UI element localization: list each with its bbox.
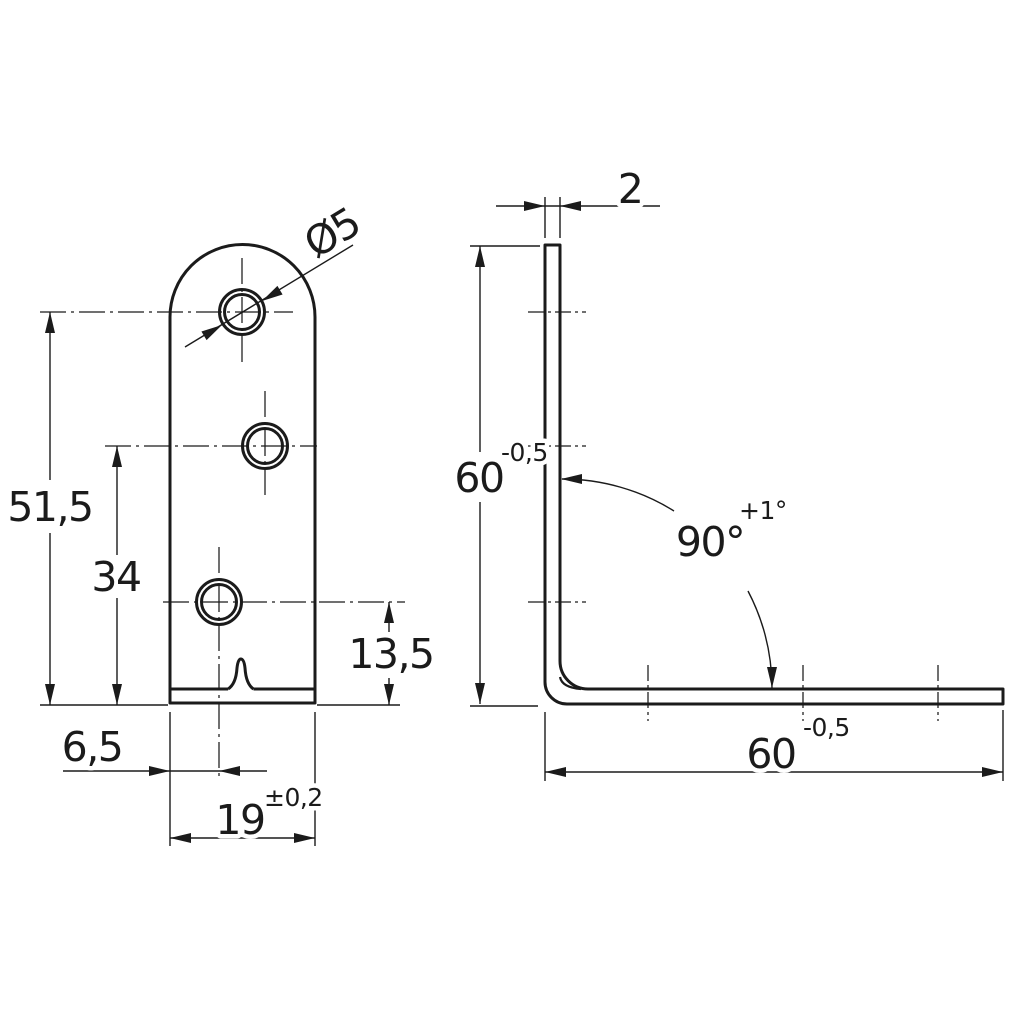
dim-label-51-5: 51,5 bbox=[7, 483, 92, 531]
dim-label-19-tolerance: ±0,2 bbox=[264, 783, 323, 812]
arrowhead-left bbox=[545, 767, 566, 777]
bracket-outline bbox=[168, 243, 317, 705]
dim-thickness: 2 bbox=[496, 161, 660, 218]
dim-label-60-vertical: 60 bbox=[454, 454, 503, 502]
arrowhead-down bbox=[112, 684, 122, 705]
dim-label-13-5: 13,5 bbox=[348, 630, 433, 678]
arrowhead-left bbox=[219, 766, 240, 776]
dim-horizontal-leg: 60 -0,5 bbox=[545, 709, 1003, 783]
dim-label-19: 19 bbox=[215, 796, 264, 844]
dim-bend-angle: 90° +1° bbox=[561, 474, 792, 689]
arrowhead-right bbox=[294, 833, 315, 843]
arrowhead-to-vertical-leg bbox=[561, 474, 582, 484]
extension-lines-side bbox=[470, 197, 1004, 781]
dim-label-60-horizontal-tolerance: -0,5 bbox=[803, 713, 850, 742]
dim-label-60-horizontal: 60 bbox=[746, 730, 795, 778]
dim-label-2: 2 bbox=[618, 165, 643, 213]
arrowhead-to-horizontal-leg bbox=[767, 667, 777, 688]
dim-label-60-vertical-tolerance: -0,5 bbox=[501, 438, 548, 467]
arrowhead-up bbox=[475, 246, 485, 267]
arrowhead-up bbox=[112, 446, 122, 467]
arrowhead-left bbox=[170, 833, 191, 843]
arrowhead-down bbox=[45, 684, 55, 705]
extension-lines-front bbox=[40, 704, 400, 846]
arrowhead-up bbox=[45, 312, 55, 333]
bend-inner-edge bbox=[558, 676, 582, 691]
dim-bottom-hole-height: 13,5 bbox=[344, 602, 440, 705]
dim-top-hole-height: 51,5 bbox=[3, 312, 99, 705]
arrowhead-left bbox=[560, 201, 581, 211]
front-view: 51,5 34 13,5 6,5 19 ±0 bbox=[3, 194, 440, 849]
dim-middle-hole-height: 34 bbox=[87, 446, 147, 705]
angle-profile-outline bbox=[543, 243, 1005, 706]
dim-label-90-tolerance: +1° bbox=[739, 496, 787, 525]
dim-label-34: 34 bbox=[91, 553, 140, 601]
arrowhead-down bbox=[384, 684, 394, 705]
arrowhead-right bbox=[524, 201, 545, 211]
arrowhead-right bbox=[149, 766, 170, 776]
dim-label-diameter: Ø5 bbox=[296, 198, 368, 268]
arrowhead-right bbox=[982, 767, 1003, 777]
bend-relief-tab bbox=[227, 657, 255, 691]
dim-label-90: 90° bbox=[676, 518, 744, 566]
dim-hole-offset: 6,5 bbox=[57, 719, 267, 776]
dim-width: 19 ±0,2 bbox=[170, 779, 328, 849]
dim-label-6-5: 6,5 bbox=[62, 723, 123, 771]
dim-hole-diameter: Ø5 bbox=[184, 194, 373, 348]
side-view: 2 60 -0,5 90° +1° 60 -0,5 bbox=[450, 161, 1005, 783]
arrowhead-down bbox=[475, 683, 485, 704]
arrowhead-up bbox=[384, 602, 394, 623]
dim-vertical-leg: 60 -0,5 bbox=[450, 246, 553, 704]
